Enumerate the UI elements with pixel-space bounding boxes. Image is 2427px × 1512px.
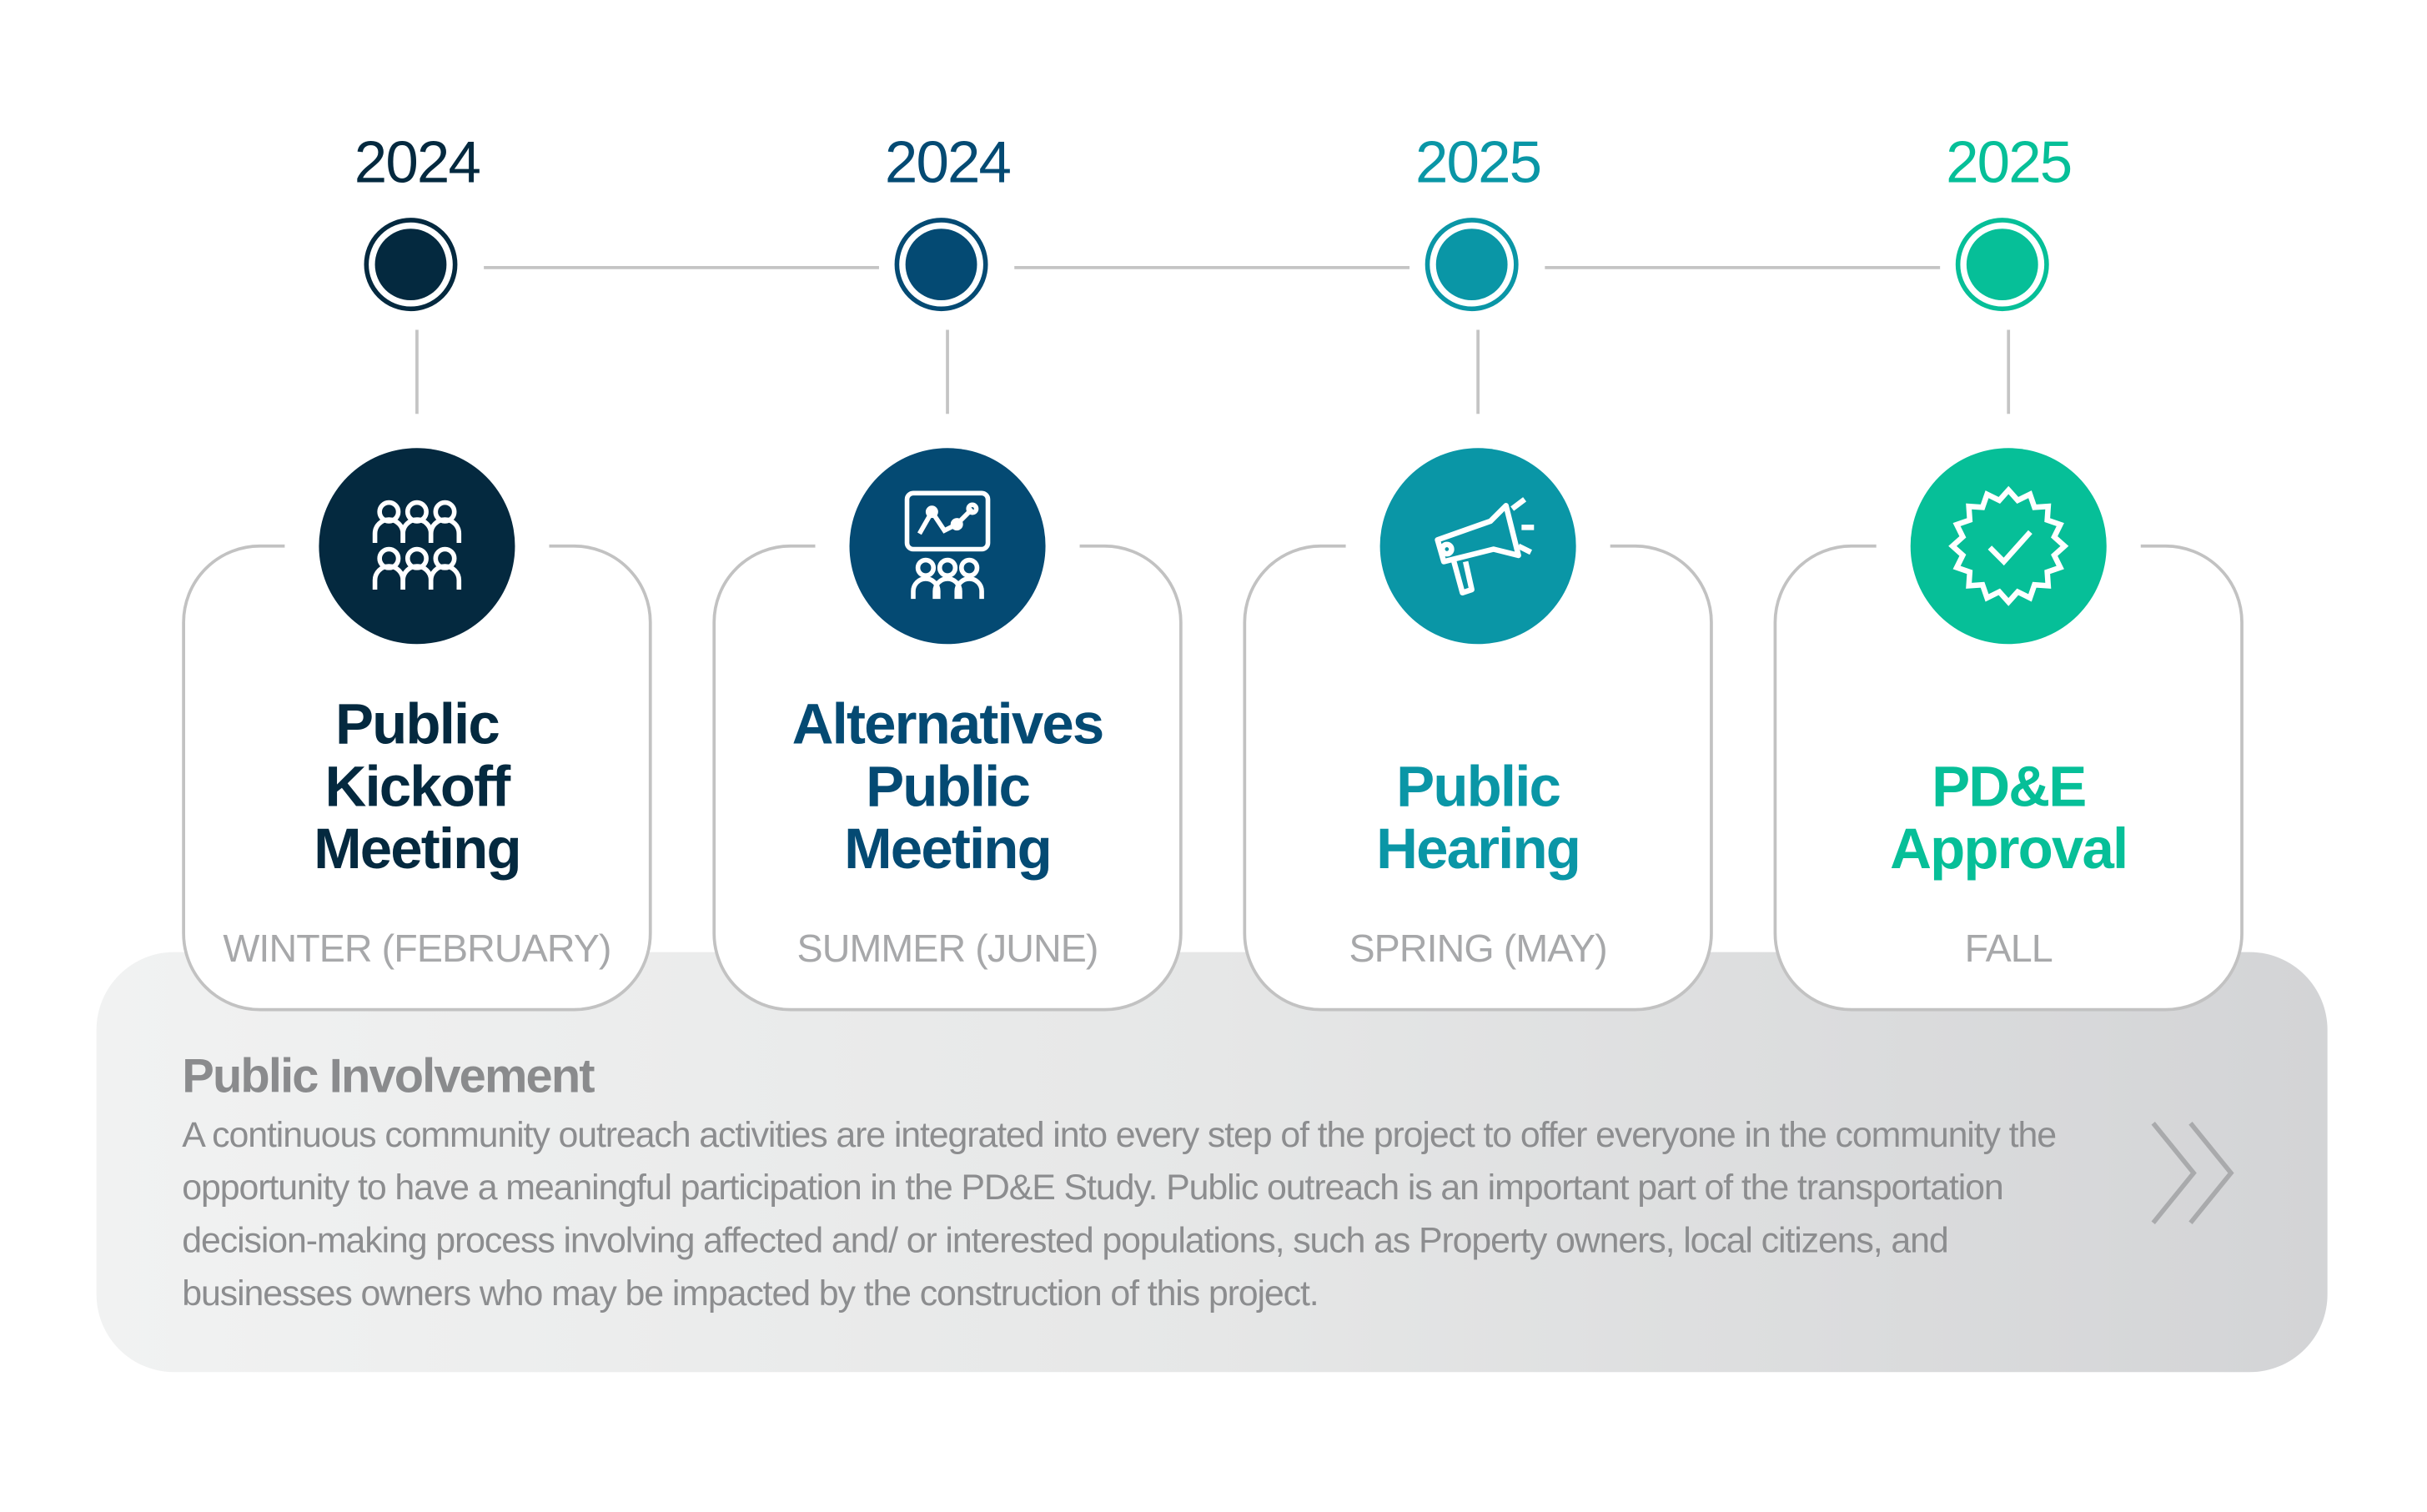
milestone-title-line: Approval bbox=[1890, 816, 2128, 881]
milestone-season: WINTER (FEBRUARY) bbox=[223, 927, 611, 972]
megaphone-icon bbox=[1379, 448, 1576, 645]
milestone-title-line: Alternatives bbox=[791, 692, 1105, 756]
people-group-icon bbox=[319, 448, 515, 645]
involvement-body: A continuous community outreach activiti… bbox=[182, 1113, 2057, 1314]
milestone-year: 2025 bbox=[1946, 130, 2073, 197]
milestone-title-line: Public bbox=[1396, 754, 1561, 819]
timeline-stem bbox=[946, 329, 949, 417]
milestone-title-line: Kickoff bbox=[324, 754, 510, 819]
timeline-dot bbox=[894, 218, 988, 312]
timeline-connector bbox=[484, 265, 879, 269]
double-chevron-right-icon bbox=[2151, 1122, 2234, 1224]
timeline-stem bbox=[415, 329, 419, 417]
timeline-stem bbox=[2007, 329, 2011, 417]
timeline-connector bbox=[1545, 265, 1941, 269]
milestone-year: 2024 bbox=[354, 130, 481, 197]
timeline-dot bbox=[1425, 218, 1519, 312]
timeline-dot bbox=[1955, 218, 2049, 312]
milestone-title-line: Meeting bbox=[314, 816, 522, 881]
involvement-title: Public Involvement bbox=[182, 1048, 595, 1103]
milestone-title-line: Hearing bbox=[1376, 816, 1581, 881]
timeline-connector bbox=[1014, 265, 1410, 269]
timeline-dot bbox=[364, 218, 458, 312]
milestone-year: 2024 bbox=[884, 130, 1012, 197]
milestone-title-line: Meeting bbox=[844, 816, 1053, 881]
milestone-season: FALL bbox=[1964, 927, 2053, 972]
check-badge-icon bbox=[1910, 448, 2107, 645]
milestone-title-line: Public bbox=[866, 754, 1031, 819]
public-involvement-panel: Public Involvement A continuous communit… bbox=[96, 952, 2328, 1373]
milestone-title-line: PD&E bbox=[1932, 754, 2087, 819]
presentation-audience-icon bbox=[849, 448, 1046, 645]
milestone-season: SPRING (MAY) bbox=[1349, 927, 1608, 972]
milestone-season: SUMMER (JUNE) bbox=[796, 927, 1099, 972]
milestone-title-line: Public bbox=[334, 692, 500, 756]
milestone-year: 2025 bbox=[1414, 130, 1542, 197]
timeline-stem bbox=[1476, 329, 1480, 417]
